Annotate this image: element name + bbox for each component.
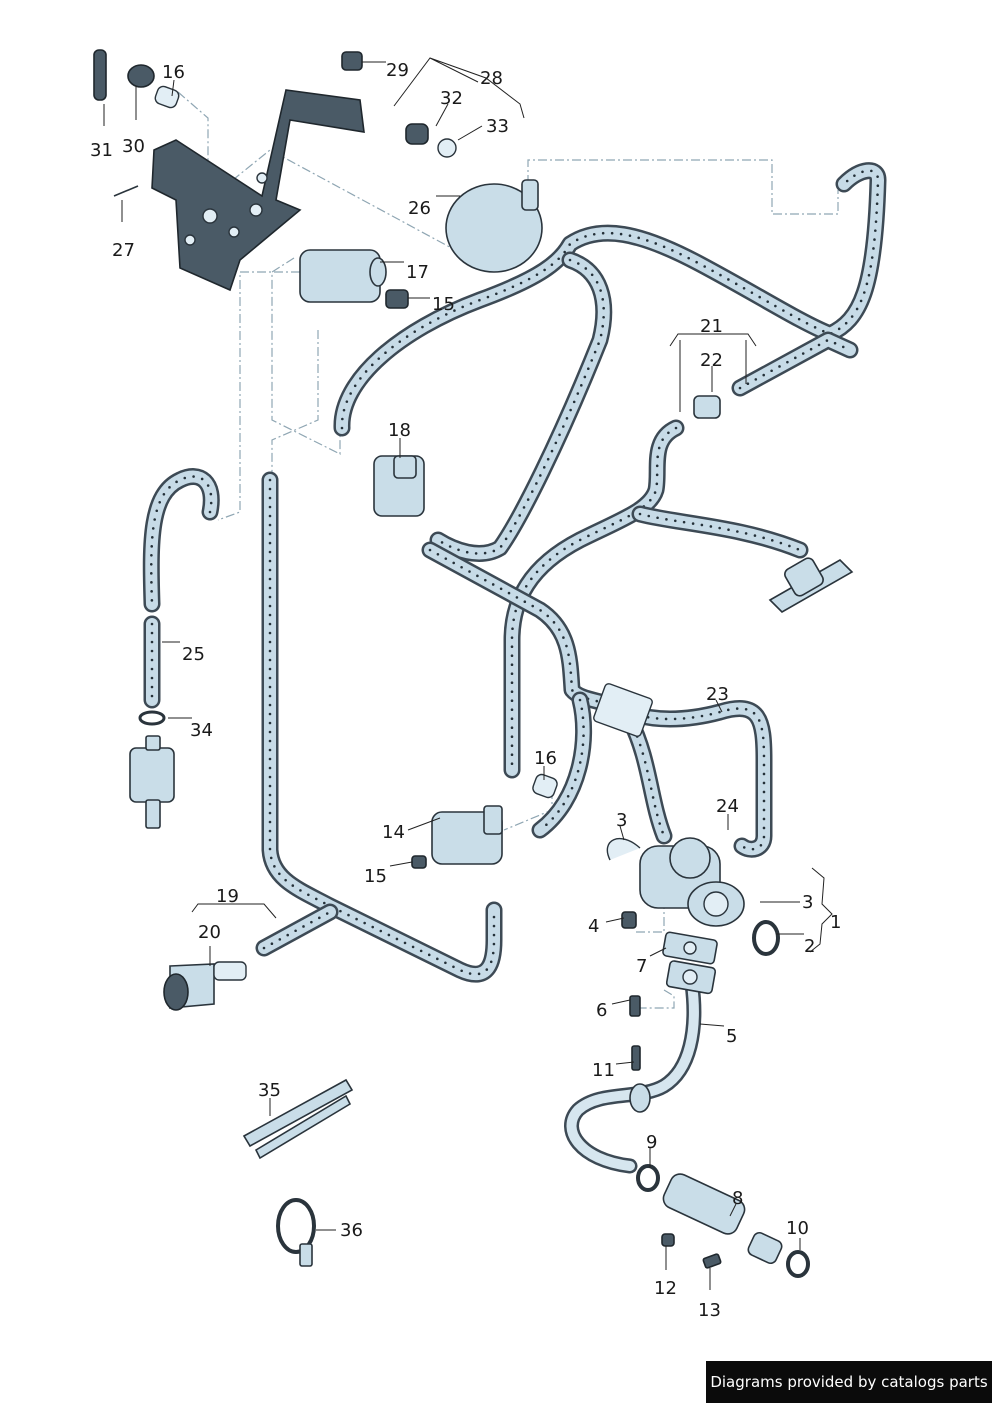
callout-31: 31 [90, 140, 113, 161]
callout-brackets [191, 57, 833, 953]
callout-3: 3 [616, 810, 627, 831]
callout-15: 15 [364, 866, 387, 887]
callout-2: 2 [804, 936, 815, 957]
hose-network [142, 162, 887, 983]
callout-35: 35 [258, 1080, 281, 1101]
callout-11: 11 [592, 1060, 615, 1081]
callout-3: 3 [802, 892, 813, 913]
small-parts [93, 49, 854, 1278]
callout-9: 9 [646, 1132, 657, 1153]
callout-21: 21 [700, 316, 723, 337]
callout-30: 30 [122, 136, 145, 157]
callout-13: 13 [698, 1300, 721, 1321]
callout-4: 4 [588, 916, 599, 937]
callout-numbers: 1 2 3 3 4 5 6 7 8 9 10 11 12 13 14 15 15… [90, 60, 841, 1321]
callout-26: 26 [408, 198, 431, 219]
callout-27: 27 [112, 240, 135, 261]
callout-1: 1 [830, 912, 841, 933]
callout-24: 24 [716, 796, 739, 817]
callout-6: 6 [596, 1000, 607, 1021]
callout-14: 14 [382, 822, 405, 843]
callout-29: 29 [386, 60, 409, 81]
callout-16: 16 [162, 62, 185, 83]
callout-5: 5 [726, 1026, 737, 1047]
credit-banner: Diagrams provided by catalogs parts [706, 1361, 992, 1403]
callout-23: 23 [706, 684, 729, 705]
mounting-bracket [151, 89, 365, 292]
callout-36: 36 [340, 1220, 363, 1241]
leader-lines [103, 61, 804, 1290]
callout-16: 16 [534, 748, 557, 769]
callout-33: 33 [486, 116, 509, 137]
callout-28: 28 [480, 68, 503, 89]
callout-17: 17 [406, 262, 429, 283]
callout-19: 19 [216, 886, 239, 907]
callout-10: 10 [786, 1218, 809, 1239]
callout-18: 18 [388, 420, 411, 441]
callout-25: 25 [182, 644, 205, 665]
callout-20: 20 [198, 922, 221, 943]
callout-15: 15 [432, 294, 455, 315]
callout-12: 12 [654, 1278, 677, 1299]
callout-7: 7 [636, 956, 647, 977]
egr-pipe [564, 960, 717, 1174]
callout-34: 34 [190, 720, 213, 741]
callout-22: 22 [700, 350, 723, 371]
callout-8: 8 [732, 1188, 743, 1209]
callout-32: 32 [440, 88, 463, 109]
